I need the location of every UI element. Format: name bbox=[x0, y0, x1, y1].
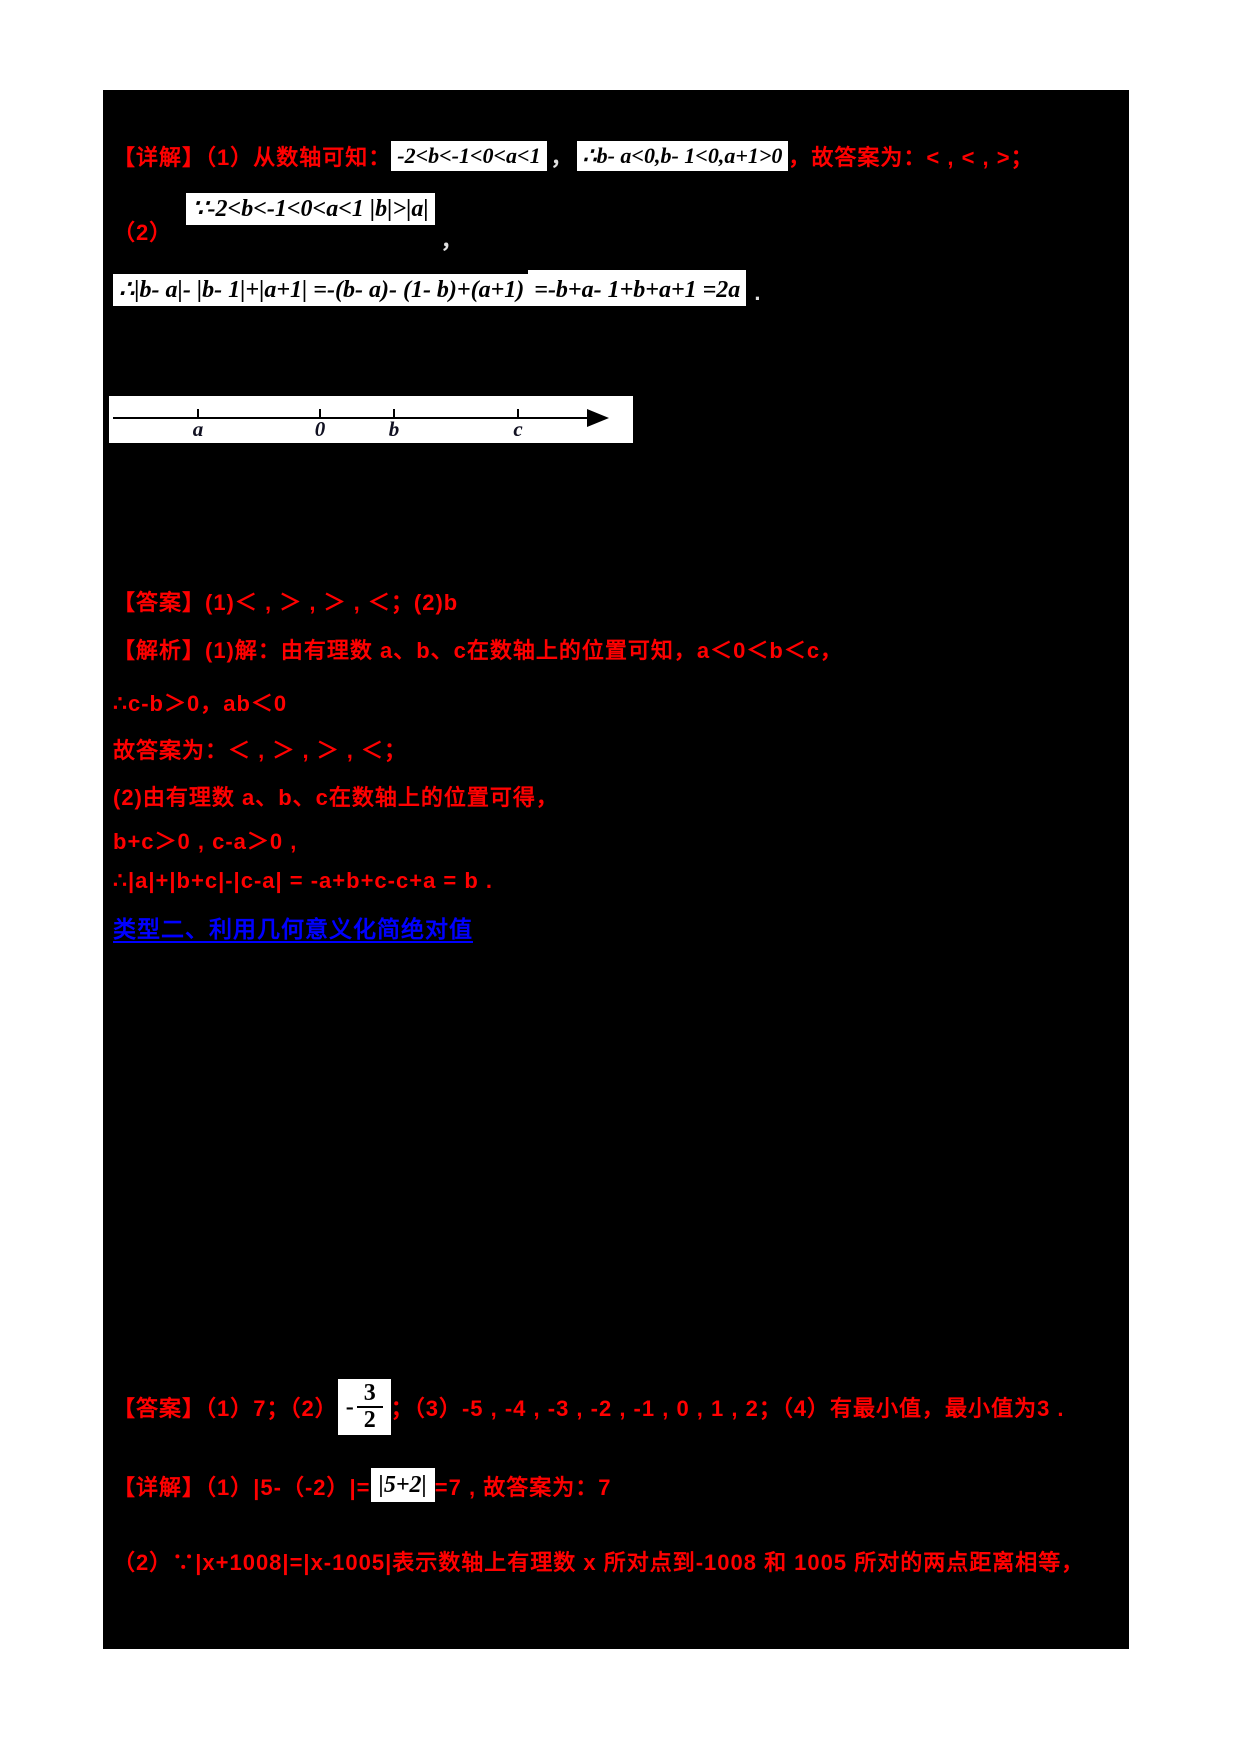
formula-period: . bbox=[754, 280, 761, 306]
fraction-denominator: 2 bbox=[363, 1407, 376, 1433]
detail3-suffix: =7 , 故答案为：7 bbox=[434, 1475, 612, 1500]
fraction-minus-sign: - bbox=[345, 1393, 354, 1420]
answer3-suffix: ；（3）-5 , -4 , -3 , -2 , -1 , 0 , 1 , 2；（… bbox=[390, 1396, 1065, 1421]
number-line-figure: a 0 b c bbox=[109, 396, 633, 443]
fraction-negative-three-halves: - 3 2 bbox=[337, 1378, 391, 1436]
detail3-line: 【详解】（1）|5-（-2）|= |5+2| =7 , 故答案为：7 bbox=[113, 1458, 611, 1502]
document-black-page: 【详解】（1）从数轴可知： -2<b<-1<0<a<1 ， ∴b- a<0,b-… bbox=[103, 90, 1129, 1649]
analysis-line: ∴|a|+|b+c|-|c-a| = -a+b+c-c+a = b . bbox=[113, 868, 494, 893]
fraction-numerator: 3 bbox=[356, 1380, 383, 1408]
label-b: b bbox=[388, 417, 400, 441]
label-c: c bbox=[513, 417, 523, 441]
fraction-stack: 3 2 bbox=[356, 1380, 383, 1433]
formula-expand-right-box: =-b+a- 1+b+a+1 =2a bbox=[528, 270, 747, 307]
tick-b bbox=[393, 409, 395, 418]
formula-conclusion-box: ∴b- a<0,b- 1<0,a+1>0 bbox=[576, 140, 789, 172]
detail1-prefix: 【详解】（1）从数轴可知： bbox=[113, 145, 392, 170]
analysis-line: 【解析】(1)解：由有理数 a、b、c在数轴上的位置可知，a＜0＜b＜c， bbox=[113, 638, 844, 663]
answer3-line: 【答案】（1）7；（2） - 3 2 ；（3）-5 , -4 , -3 , -2… bbox=[113, 1378, 1065, 1436]
detail1-line2: （2） ∵-2<b<-1<0<a<1 |b|>|a| ， bbox=[113, 193, 463, 255]
tick-a bbox=[197, 409, 199, 418]
analysis-line: (2)由有理数 a、b、c在数轴上的位置可得， bbox=[113, 785, 559, 810]
tick-0 bbox=[319, 409, 321, 418]
number-line-axis bbox=[113, 417, 595, 419]
tick-c bbox=[517, 409, 519, 418]
formula-abs-compare-box: ∵-2<b<-1<0<a<1 |b|>|a| bbox=[186, 193, 435, 226]
detail1-line3: ∴|b- a|- |b- 1|+|a+1| =-(b- a)- (1- b)+(… bbox=[113, 270, 761, 307]
answer2-line: 【答案】(1)＜ , ＞ , ＞ , ＜；(2)b bbox=[113, 590, 459, 615]
number-line-arrow-icon bbox=[587, 409, 609, 427]
detail3-prefix: 【详解】（1）|5-（-2）|= bbox=[113, 1475, 371, 1500]
detail1-line1: 【详解】（1）从数轴可知： -2<b<-1<0<a<1 ， ∴b- a<0,b-… bbox=[113, 140, 1034, 172]
section-type2-heading: 类型二、利用几何意义化简绝对值 bbox=[113, 916, 473, 942]
formula-range-box: -2<b<-1<0<a<1 bbox=[391, 140, 547, 172]
analysis-line: b+c＞0 , c-a＞0 , bbox=[113, 829, 298, 854]
section-heading-row: 类型二、利用几何意义化简绝对值 bbox=[113, 910, 473, 944]
label-a: a bbox=[192, 417, 204, 441]
detail3-part2-line: （2）∵|x+1008|=|x-1005|表示数轴上有理数 x 所对点到-100… bbox=[113, 1550, 1085, 1575]
analysis-line: ∴c-b＞0，ab＜0 bbox=[113, 691, 288, 716]
label-0: 0 bbox=[314, 417, 326, 441]
formula-expand-left-box: ∴|b- a|- |b- 1|+|a+1| =-(b- a)- (1- b)+(… bbox=[113, 274, 531, 307]
detail1-suffix: ，故答案为：< , < , >； bbox=[788, 145, 1034, 170]
answer3-prefix: 【答案】（1）7；（2） bbox=[113, 1396, 338, 1421]
comma-separator: ， bbox=[550, 145, 573, 170]
formula-abs5plus2-box: |5+2| bbox=[370, 1467, 435, 1502]
part2-label: （2） bbox=[113, 220, 173, 245]
analysis-line: 故答案为：＜ , ＞ , ＞ , ＜； bbox=[113, 738, 408, 763]
comma-after-box: ， bbox=[440, 228, 463, 253]
